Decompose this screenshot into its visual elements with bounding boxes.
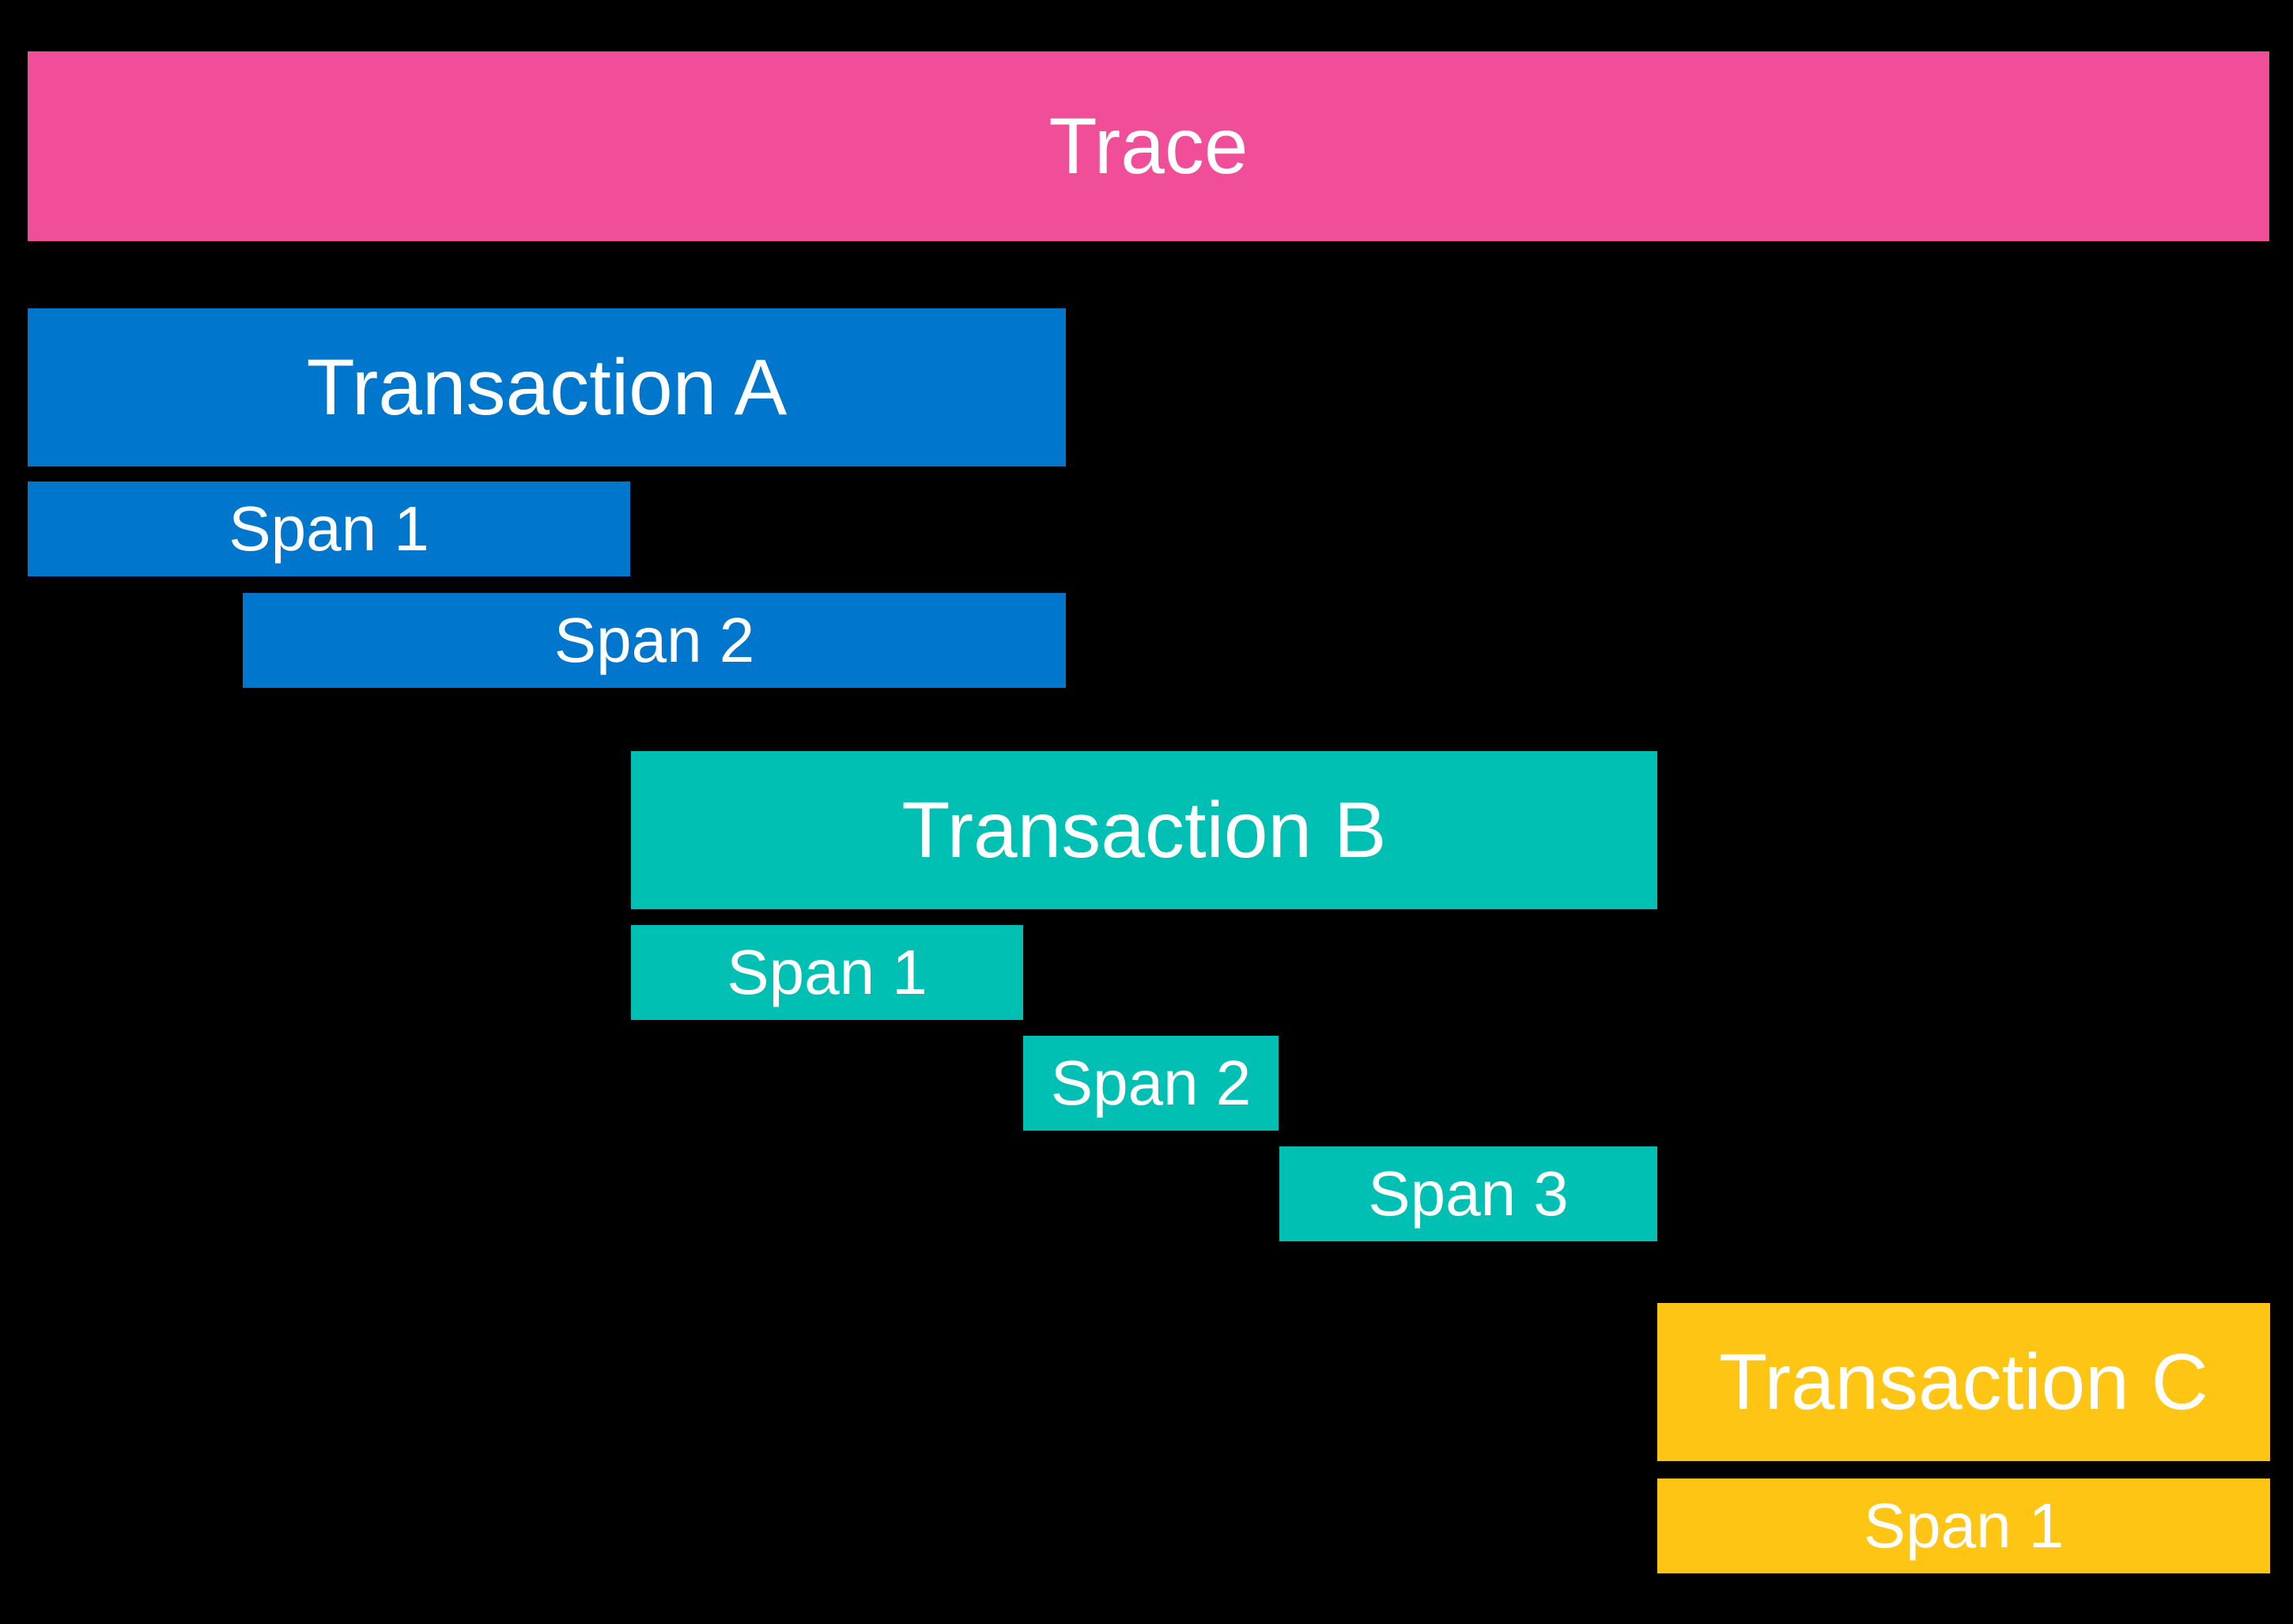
transaction-a-span-1-label: Span 1 [229,493,429,564]
transaction-c-label: Transaction C [1719,1337,2208,1426]
transaction-b-span-1-bar: Span 1 [631,925,1023,1020]
transaction-c-bar: Transaction C [1657,1303,2270,1461]
transaction-a-label: Transaction A [306,342,788,432]
transaction-b-span-1-label: Span 1 [727,937,927,1007]
trace-bar: Trace [28,51,2269,241]
transaction-a-span-1-bar: Span 1 [28,482,630,576]
transaction-a-bar: Transaction A [28,308,1066,466]
transaction-b-span-2-bar: Span 2 [1023,1036,1279,1131]
transaction-c-span-1-label: Span 1 [1863,1490,2064,1561]
transaction-b-bar: Transaction B [631,751,1657,909]
transaction-b-span-2-label: Span 2 [1050,1048,1252,1118]
transaction-b-span-3-label: Span 3 [1368,1158,1569,1229]
transaction-b-span-3-bar: Span 3 [1279,1146,1657,1241]
transaction-c-span-1-bar: Span 1 [1657,1479,2270,1573]
trace-label: Trace [1048,101,1248,191]
transaction-a-span-2-bar: Span 2 [243,593,1066,688]
transaction-b-label: Transaction B [901,785,1387,874]
transaction-a-span-2-label: Span 2 [553,605,755,675]
